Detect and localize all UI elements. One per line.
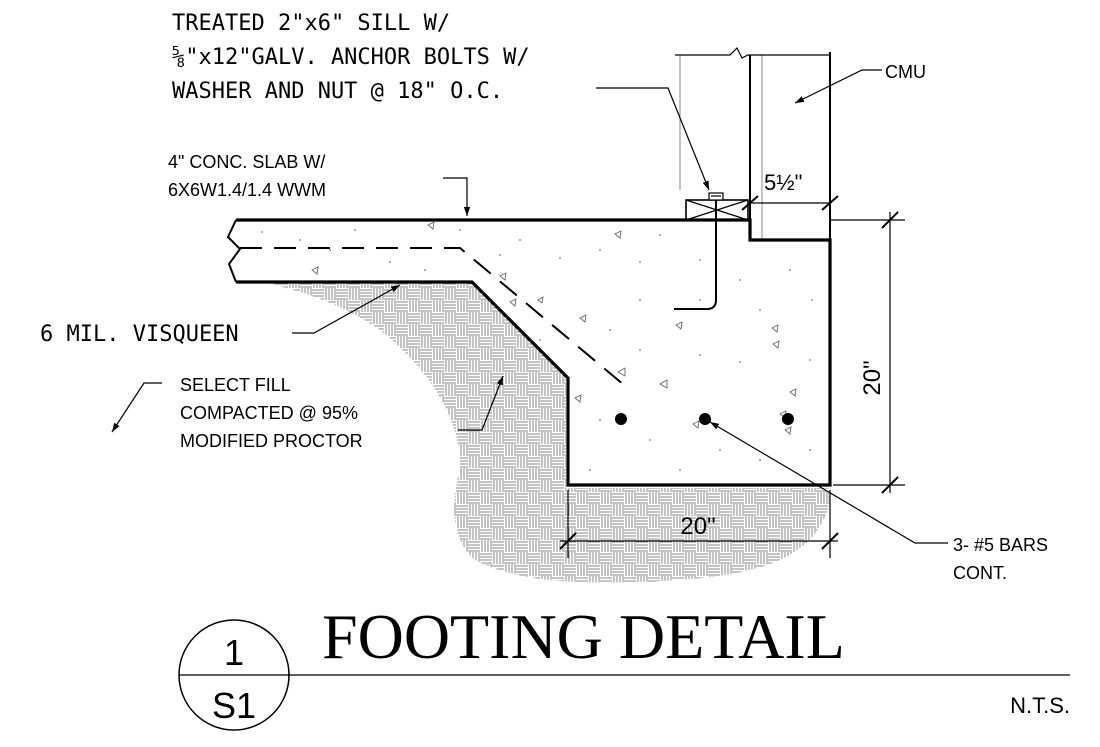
anchor-bolt: [674, 200, 717, 310]
dim-footing-depth-text: 20": [859, 360, 886, 395]
label-visqueen: 6 MIL. VISQUEEN: [40, 322, 239, 347]
dim-footing-width-text: 20": [680, 513, 715, 540]
concrete-aggregate: [311, 221, 797, 435]
label-fill-line2: COMPACTED @ 95%: [180, 403, 358, 423]
drawing-scale: N.T.S.: [1010, 693, 1070, 718]
label-sill-line3: WASHER AND NUT @ 18" O.C.: [172, 79, 503, 104]
label-slab-line2: 6X6W1.4/1.4 WWM: [168, 180, 326, 200]
dim-wall-width-inch: ": [795, 170, 803, 195]
dimension-labels: 5½" 20" 20": [680, 170, 886, 540]
annotation-labels: TREATED 2"x6" SILL W/ ⅝"x12"GALV. ANCHOR…: [40, 11, 1048, 583]
label-fill-line3: MODIFIED PROCTOR: [180, 431, 363, 451]
detail-number: 1: [224, 632, 244, 673]
concrete-sand-dots: [261, 229, 813, 471]
label-fill-line1: SELECT FILL: [180, 375, 291, 395]
dim-wall-width-text: 5½": [764, 170, 802, 195]
leaders: [111, 69, 948, 544]
label-bars-line2: CONT.: [953, 563, 1007, 583]
sheet-number: S1: [212, 685, 256, 726]
wire-mesh-dashed: [240, 247, 631, 391]
dim-wall-width-whole: 5: [764, 170, 776, 195]
dim-wall-width: [741, 195, 839, 215]
drawing-title: FOOTING DETAIL: [322, 601, 845, 672]
dim-wall-width-frac: ½: [776, 170, 794, 195]
select-fill-hatch: [262, 282, 830, 583]
dim-footing-width: [559, 490, 839, 558]
title-block: 1 S1 FOOTING DETAIL N.T.S.: [178, 601, 1070, 731]
rebar-bars: [615, 413, 794, 425]
label-sill-line1: TREATED 2"x6" SILL W/: [172, 11, 450, 36]
label-sill-line2: ⅝"x12"GALV. ANCHOR BOLTS W/: [172, 45, 530, 70]
label-bars-line1: 3- #5 BARS: [953, 535, 1048, 555]
dim-footing-depth: [830, 211, 905, 494]
label-cmu: CMU: [885, 62, 926, 82]
label-slab-line1: 4" CONC. SLAB W/: [168, 152, 325, 172]
